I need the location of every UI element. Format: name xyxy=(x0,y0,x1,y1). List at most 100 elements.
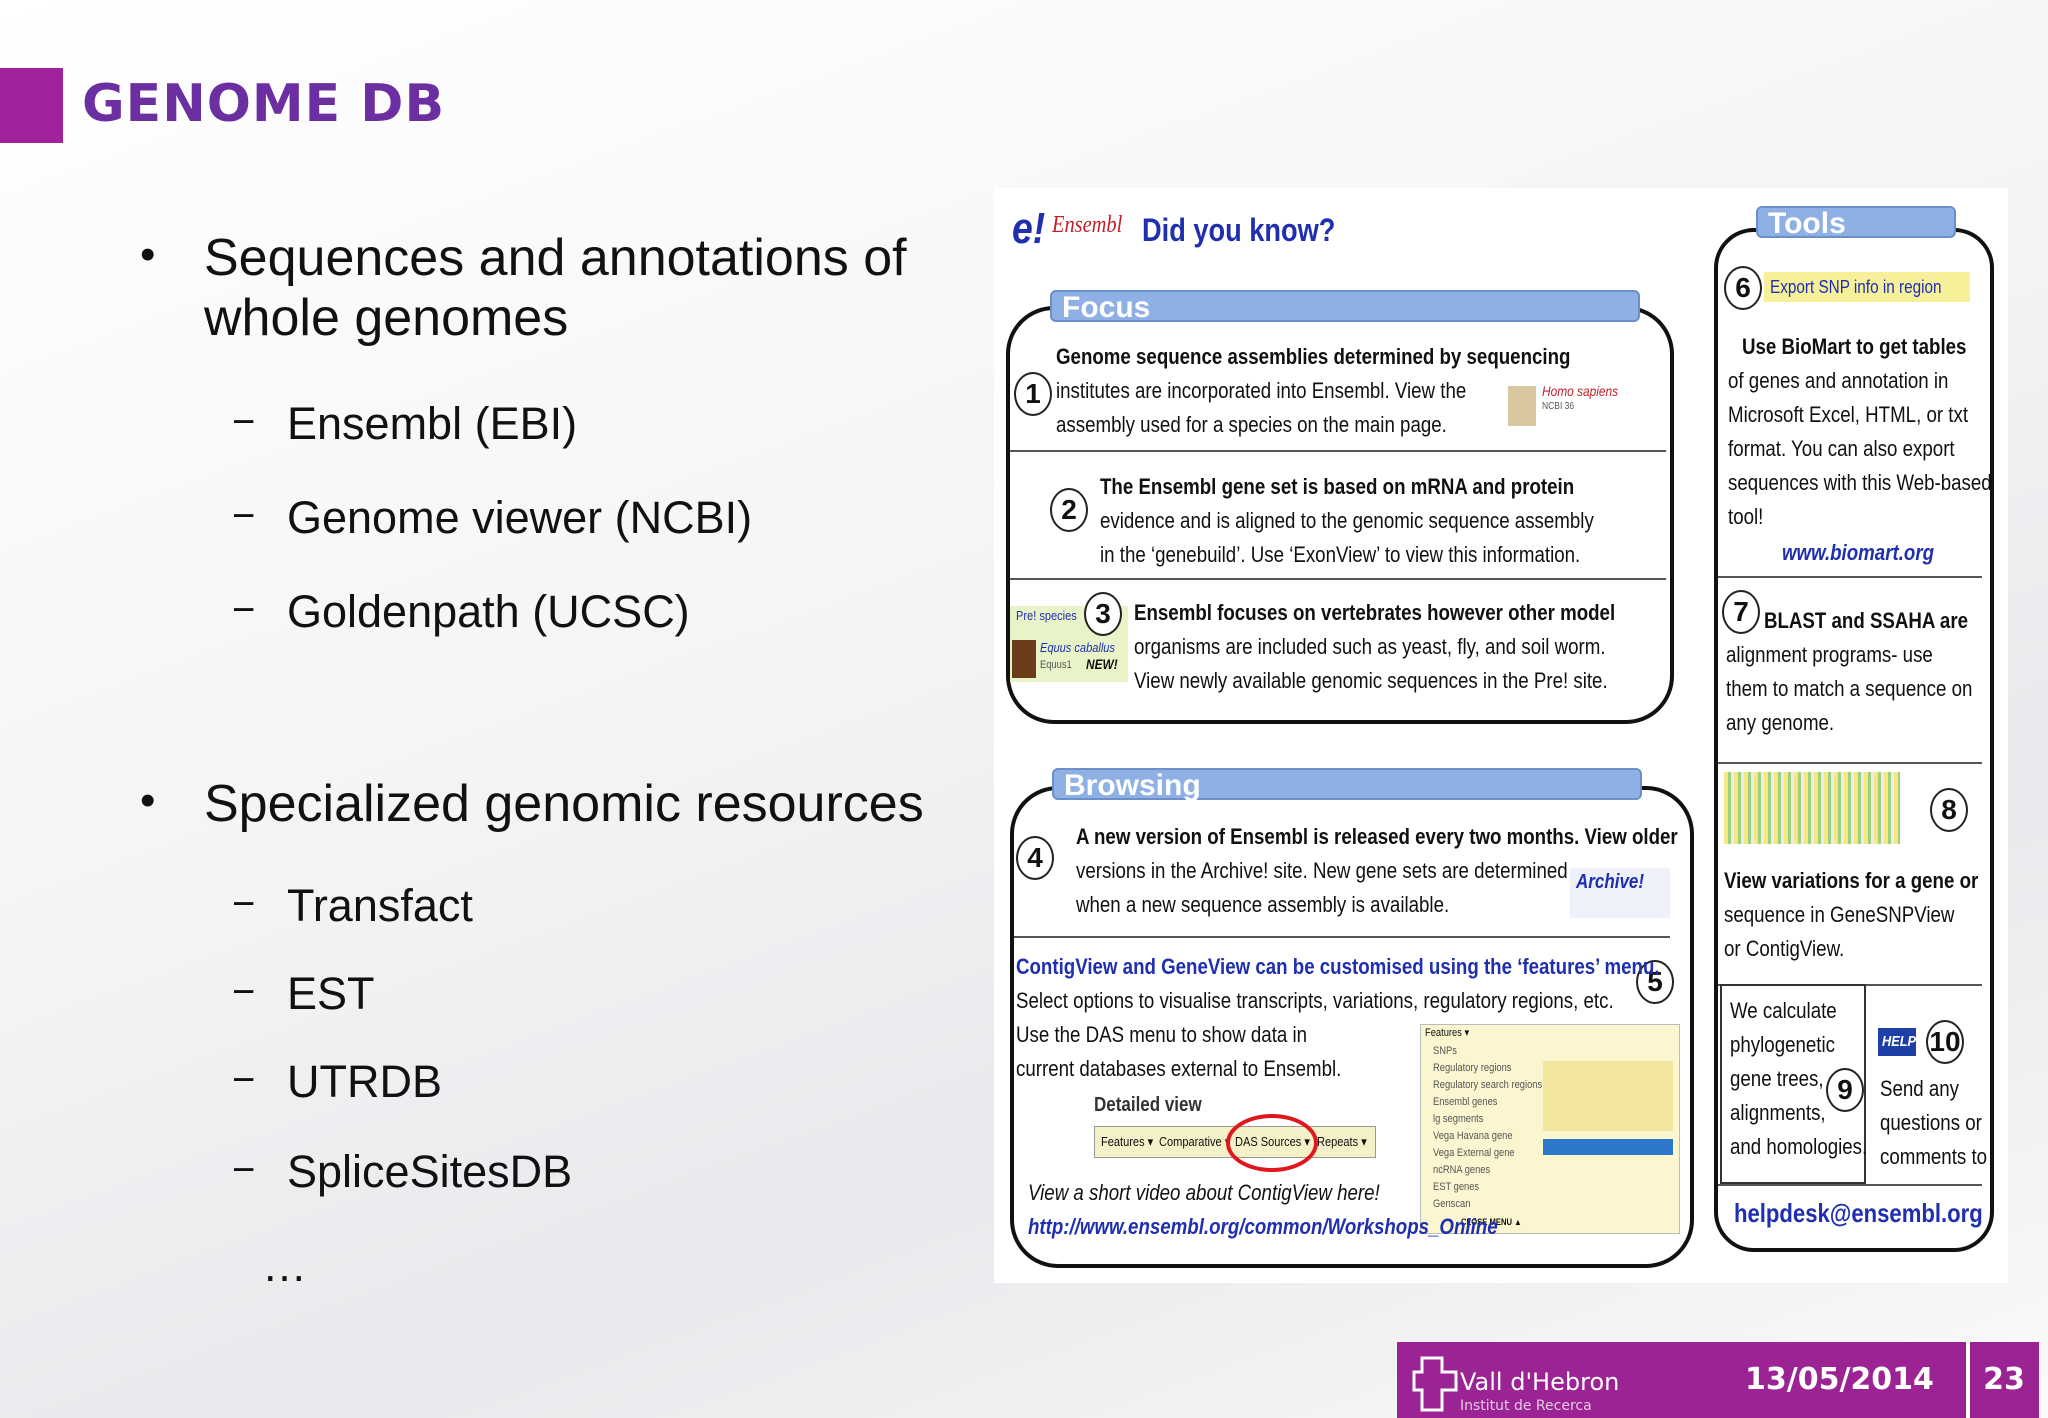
vall-dhebron-logo-icon xyxy=(1412,1356,1458,1412)
tools-10-line1: Send any xyxy=(1880,1076,1960,1101)
phylo-box xyxy=(1720,984,1866,1184)
sub-item-genome-viewer: Genome viewer (NCBI) xyxy=(287,492,753,543)
tools-6-line1: Use BioMart to get tables xyxy=(1742,334,1967,359)
focus-3-line3: View newly available genomic sequences i… xyxy=(1134,668,1608,693)
bullet-specialized: Specialized genomic resources xyxy=(204,775,924,833)
biomart-url[interactable]: www.biomart.org xyxy=(1782,540,1935,565)
thumb-archive: Archive! xyxy=(1576,871,1645,893)
feature-opt: Vega External gene xyxy=(1433,1147,1515,1159)
divider xyxy=(1718,1184,1982,1186)
bullet-dot: • xyxy=(140,776,156,825)
tools-8-line1: View variations for a gene or xyxy=(1724,868,1979,893)
browse-4-line3: when a new sequence assembly is availabl… xyxy=(1076,892,1450,917)
highlight-ring xyxy=(1226,1114,1318,1172)
feature-opt: SNPs xyxy=(1433,1045,1457,1057)
bullet-genomes-line1: Sequences and annotations of xyxy=(204,229,907,287)
tools-6-line6: tool! xyxy=(1728,504,1764,529)
tools-10-line2: questions or xyxy=(1880,1110,1982,1135)
focus-3-line2: organisms are included such as yeast, fl… xyxy=(1134,634,1606,659)
export-snp-button: Export SNP info in region xyxy=(1764,272,1970,302)
track-stripe xyxy=(1543,1061,1673,1131)
thumb-equus1: Equus1 xyxy=(1040,659,1072,671)
export-snp-label: Export SNP info in region xyxy=(1770,277,1942,297)
tools-9-line5: and homologies. xyxy=(1730,1134,1868,1159)
step-1-badge: 1 xyxy=(1014,372,1052,416)
step-3-badge: 3 xyxy=(1084,592,1122,636)
browsing-header: Browsing xyxy=(1052,768,1642,802)
tools-6-line5: sequences with this Web-based xyxy=(1728,470,1992,495)
bullet-genomes-line2: whole genomes xyxy=(204,289,569,347)
track-stripe xyxy=(1543,1139,1673,1155)
feature-opt: Vega Havana gene xyxy=(1433,1130,1513,1142)
dash: − xyxy=(232,588,256,632)
close-menu: CLOSE MENU ▲ xyxy=(1461,1217,1522,1227)
tools-8-line3: or ContigView. xyxy=(1724,936,1845,961)
browse-4-line2: versions in the Archive! site. New gene … xyxy=(1076,858,1568,883)
step-9-badge: 9 xyxy=(1826,1068,1864,1112)
thumb-species: Homo sapiens xyxy=(1542,383,1619,399)
feature-opt: Regulatory regions xyxy=(1433,1062,1512,1074)
ensembl-e-logo: e! xyxy=(1012,204,1046,253)
feature-opt: EST genes xyxy=(1433,1181,1480,1193)
tools-9-line4: alignments, xyxy=(1730,1100,1826,1125)
dash: − xyxy=(232,970,256,1014)
feature-opt: Features ▾ xyxy=(1425,1027,1470,1039)
help-icon: HELP xyxy=(1878,1028,1916,1056)
slide-date: 13/05/2014 xyxy=(1745,1362,1934,1397)
sub-item-splicesitesdb: SpliceSitesDB xyxy=(287,1146,573,1197)
tools-7-line2: alignment programs- use xyxy=(1726,642,1933,667)
tools-6-line2: of genes and annotation in xyxy=(1728,368,1949,393)
logo-text: Vall d'Hebron xyxy=(1460,1368,1620,1396)
video-line: View a short video about ContigView here… xyxy=(1028,1180,1380,1205)
ellipsis: … xyxy=(262,1240,307,1291)
feature-opt: Regulatory search regions xyxy=(1433,1079,1543,1091)
footer-bar xyxy=(1397,1342,2039,1418)
step-4-badge: 4 xyxy=(1016,836,1054,880)
bullet-dot: • xyxy=(140,230,156,279)
tools-6-line4: format. You can also export xyxy=(1728,436,1955,461)
bullet-list: • Sequences and annotations of whole gen… xyxy=(0,0,980,1330)
feature-opt: Genscan xyxy=(1433,1198,1471,1210)
help-badge: HELP xyxy=(1882,1033,1917,1050)
focus-2-line3: in the ‘genebuild’. Use ‘ExonView’ to vi… xyxy=(1100,542,1581,567)
feature-opt: lg segments xyxy=(1433,1113,1484,1125)
thumb-pre-species: Pre! species xyxy=(1016,608,1077,623)
divider xyxy=(1014,936,1670,938)
dash: − xyxy=(232,400,256,444)
step-7-badge: 7 xyxy=(1722,590,1760,634)
focus-1-line2: institutes are incorporated into Ensembl… xyxy=(1056,378,1467,403)
tools-6-line3: Microsoft Excel, HTML, or txt xyxy=(1728,402,1969,427)
step-2-badge: 2 xyxy=(1050,488,1088,532)
variation-thumbnail xyxy=(1724,772,1900,844)
thumb-equus: Equus caballus xyxy=(1040,640,1115,655)
browse-5-line1: ContigView and GeneView can be customise… xyxy=(1016,954,1660,979)
browse-5-line3: Use the DAS menu to show data in xyxy=(1016,1022,1308,1047)
vitruvian-thumbnail-icon xyxy=(1508,386,1536,426)
tools-10-line3: comments to xyxy=(1880,1144,1988,1169)
poster-headline: Did you know? xyxy=(1142,212,1336,248)
tools-7-line4: any genome. xyxy=(1726,710,1835,735)
step-6-badge: 6 xyxy=(1724,266,1762,310)
video-url: http://www.ensembl.org/common/Workshops_… xyxy=(1028,1214,1498,1239)
slide-title: GENOME DB xyxy=(82,74,446,134)
focus-header: Focus xyxy=(1050,290,1640,324)
browse-5-line2: Select options to visualise transcripts,… xyxy=(1016,988,1614,1013)
title-accent-bar xyxy=(0,68,63,143)
thumb-new: NEW! xyxy=(1086,656,1118,672)
slide-number: 23 xyxy=(1966,1342,2038,1418)
divider xyxy=(1718,576,1982,578)
tools-9-line2: phylogenetic xyxy=(1730,1032,1836,1057)
menu-comparative: Comparative ▾ xyxy=(1159,1134,1231,1149)
dash: − xyxy=(232,1148,256,1192)
features-menu-screenshot: Features ▾ SNPs Regulatory regions Regul… xyxy=(1420,1024,1680,1234)
sub-item-est: EST xyxy=(287,968,375,1019)
focus-1-line3: assembly used for a species on the main … xyxy=(1056,412,1447,437)
helpdesk-email[interactable]: helpdesk@ensembl.org xyxy=(1734,1198,1983,1228)
sub-item-goldenpath: Goldenpath (UCSC) xyxy=(287,586,690,637)
tools-7-line3: them to match a sequence on xyxy=(1726,676,1973,701)
sub-item-transfact: Transfact xyxy=(287,880,473,931)
archive-thumbnail xyxy=(1570,868,1670,918)
tools-8-line2: sequence in GeneSNPView xyxy=(1724,902,1955,927)
menu-repeats: Repeats ▾ xyxy=(1317,1134,1367,1149)
thumb-assembly: NCBI 36 xyxy=(1542,401,1575,412)
